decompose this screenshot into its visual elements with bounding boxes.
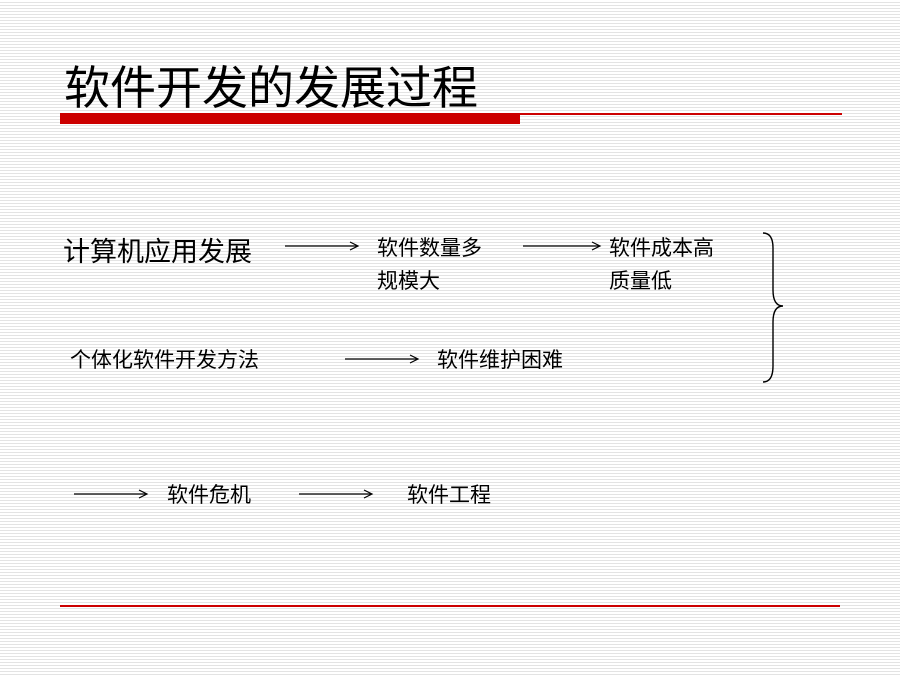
footer-divider bbox=[60, 605, 840, 607]
row3-crisis-text: 软件危机 bbox=[167, 483, 251, 507]
row2-effect-text: 软件维护困难 bbox=[437, 348, 563, 372]
right-brace-icon bbox=[762, 232, 784, 383]
title-underline-thin bbox=[520, 113, 842, 115]
arrow-icon bbox=[523, 241, 602, 251]
arrow-icon bbox=[285, 241, 360, 251]
row1-effect2-line2: 质量低 bbox=[609, 269, 672, 293]
arrow-icon bbox=[345, 354, 420, 364]
title-underline-thick bbox=[60, 113, 520, 124]
slide-title: 软件开发的发展过程 bbox=[64, 61, 478, 115]
row3-result-text: 软件工程 bbox=[407, 483, 491, 507]
row1-effect2-line1: 软件成本高 bbox=[609, 236, 714, 260]
row2-cause-text: 个体化软件开发方法 bbox=[70, 348, 259, 372]
arrow-icon bbox=[74, 489, 149, 499]
arrow-icon bbox=[299, 489, 374, 499]
row1-effect1-line1: 软件数量多 bbox=[377, 236, 482, 260]
row1-cause-text: 计算机应用发展 bbox=[63, 237, 252, 268]
row1-effect1-line2: 规模大 bbox=[377, 269, 440, 293]
